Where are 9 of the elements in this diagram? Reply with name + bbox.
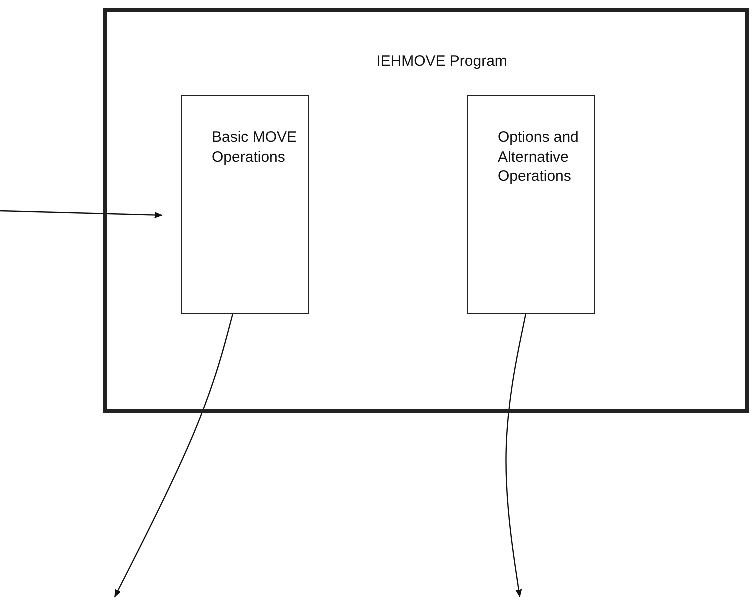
arrow xyxy=(0,210,163,218)
process-box xyxy=(467,95,595,314)
process-box xyxy=(103,8,749,413)
arrow xyxy=(506,314,527,598)
box-label: Basic MOVE Operations xyxy=(212,128,298,167)
box-label: Options and Alternative Operations xyxy=(498,128,580,186)
arrow xyxy=(114,314,234,598)
process-box xyxy=(181,95,309,314)
box-label: IEHMOVE Program xyxy=(376,52,508,72)
